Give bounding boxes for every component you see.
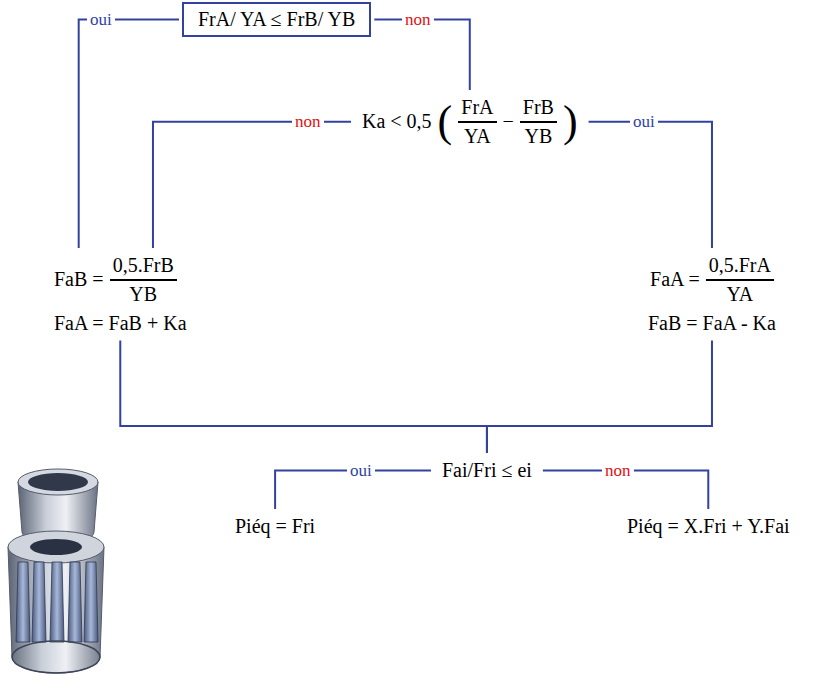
formula-text: YA (723, 283, 756, 306)
flow-line (487, 341, 712, 454)
formula-text: FaA = FaB + Ka (54, 312, 187, 335)
formula-text: Ka < 0,5 (362, 110, 432, 133)
branch-label: oui (630, 112, 658, 132)
formula-text: Piéq = X.Fri + Y.Fai (627, 515, 790, 538)
formula-block: Piéq = X.Fri + Y.Fai (619, 512, 798, 541)
flow-line (374, 20, 469, 91)
bearing-roller (84, 562, 98, 642)
bearing-rollers (16, 562, 98, 642)
bearing-roller (50, 562, 64, 642)
formula-text: FrA/ YA ≤ FrB/ YB (198, 8, 355, 31)
formula-text: FrB (520, 96, 557, 119)
bearing-cup-face (18, 469, 98, 495)
branch-label: non (292, 112, 324, 132)
bearing-roller (68, 562, 82, 642)
bearing-cage-edge (12, 641, 100, 673)
flow-line (120, 341, 487, 454)
flow-line (153, 122, 351, 248)
fraction-bar (458, 121, 496, 123)
formula-text: YB (521, 125, 555, 148)
formula-text: Fai/Fri ≤ ei (442, 459, 532, 482)
condition-box: FrA/ YA ≤ FrB/ YB (182, 2, 371, 37)
bearing-roller (16, 562, 30, 642)
formula-block: Fai/Fri ≤ ei (434, 456, 540, 485)
formula-text: FaB = FaA - Ka (648, 312, 776, 335)
formula-text: − (503, 110, 514, 133)
bearing-bore (28, 473, 88, 491)
bearing-illustration (0, 462, 112, 692)
fraction: FrA YA (458, 96, 496, 148)
formula-text: Piéq = Fri (235, 515, 315, 538)
formula-text: FaA = (650, 268, 700, 291)
formula-text: ) (563, 100, 578, 144)
formula-text: ( (438, 100, 453, 144)
branch-label: oui (87, 10, 115, 30)
formula-text: YA (461, 125, 494, 148)
flow-line (79, 20, 179, 249)
bearing-cone (8, 547, 104, 673)
branch-label: non (402, 10, 434, 30)
bearing-roller (32, 562, 46, 642)
formula-block: FaA = 0,5.FrA YA FaB = FaA - Ka (640, 251, 784, 338)
formula-text: 0,5.FrA (706, 254, 774, 277)
bearing-inner-bore (30, 539, 82, 555)
fraction-bar (706, 279, 774, 281)
fraction: 0,5.FrA YA (706, 254, 774, 306)
formula-block: Piéq = Fri (227, 512, 323, 541)
formula-text: FrA (458, 96, 496, 119)
flow-line (589, 122, 712, 248)
branch-label: non (602, 461, 634, 481)
formula-block: Ka < 0,5 (FrA YA−FrB YB) (354, 93, 586, 151)
fraction: 0,5.FrB YB (110, 254, 177, 306)
fraction: FrB YB (520, 96, 557, 148)
formula-block: FaB = 0,5.FrB YB FaA = FaB + Ka (46, 251, 195, 338)
fraction-bar (520, 121, 557, 123)
formula-text: YB (126, 283, 160, 306)
bearing-cone-face (8, 531, 104, 563)
formula-text: FaB = (54, 268, 104, 291)
fraction-bar (110, 279, 177, 281)
formula-text: 0,5.FrB (110, 254, 177, 277)
branch-label: oui (347, 461, 375, 481)
